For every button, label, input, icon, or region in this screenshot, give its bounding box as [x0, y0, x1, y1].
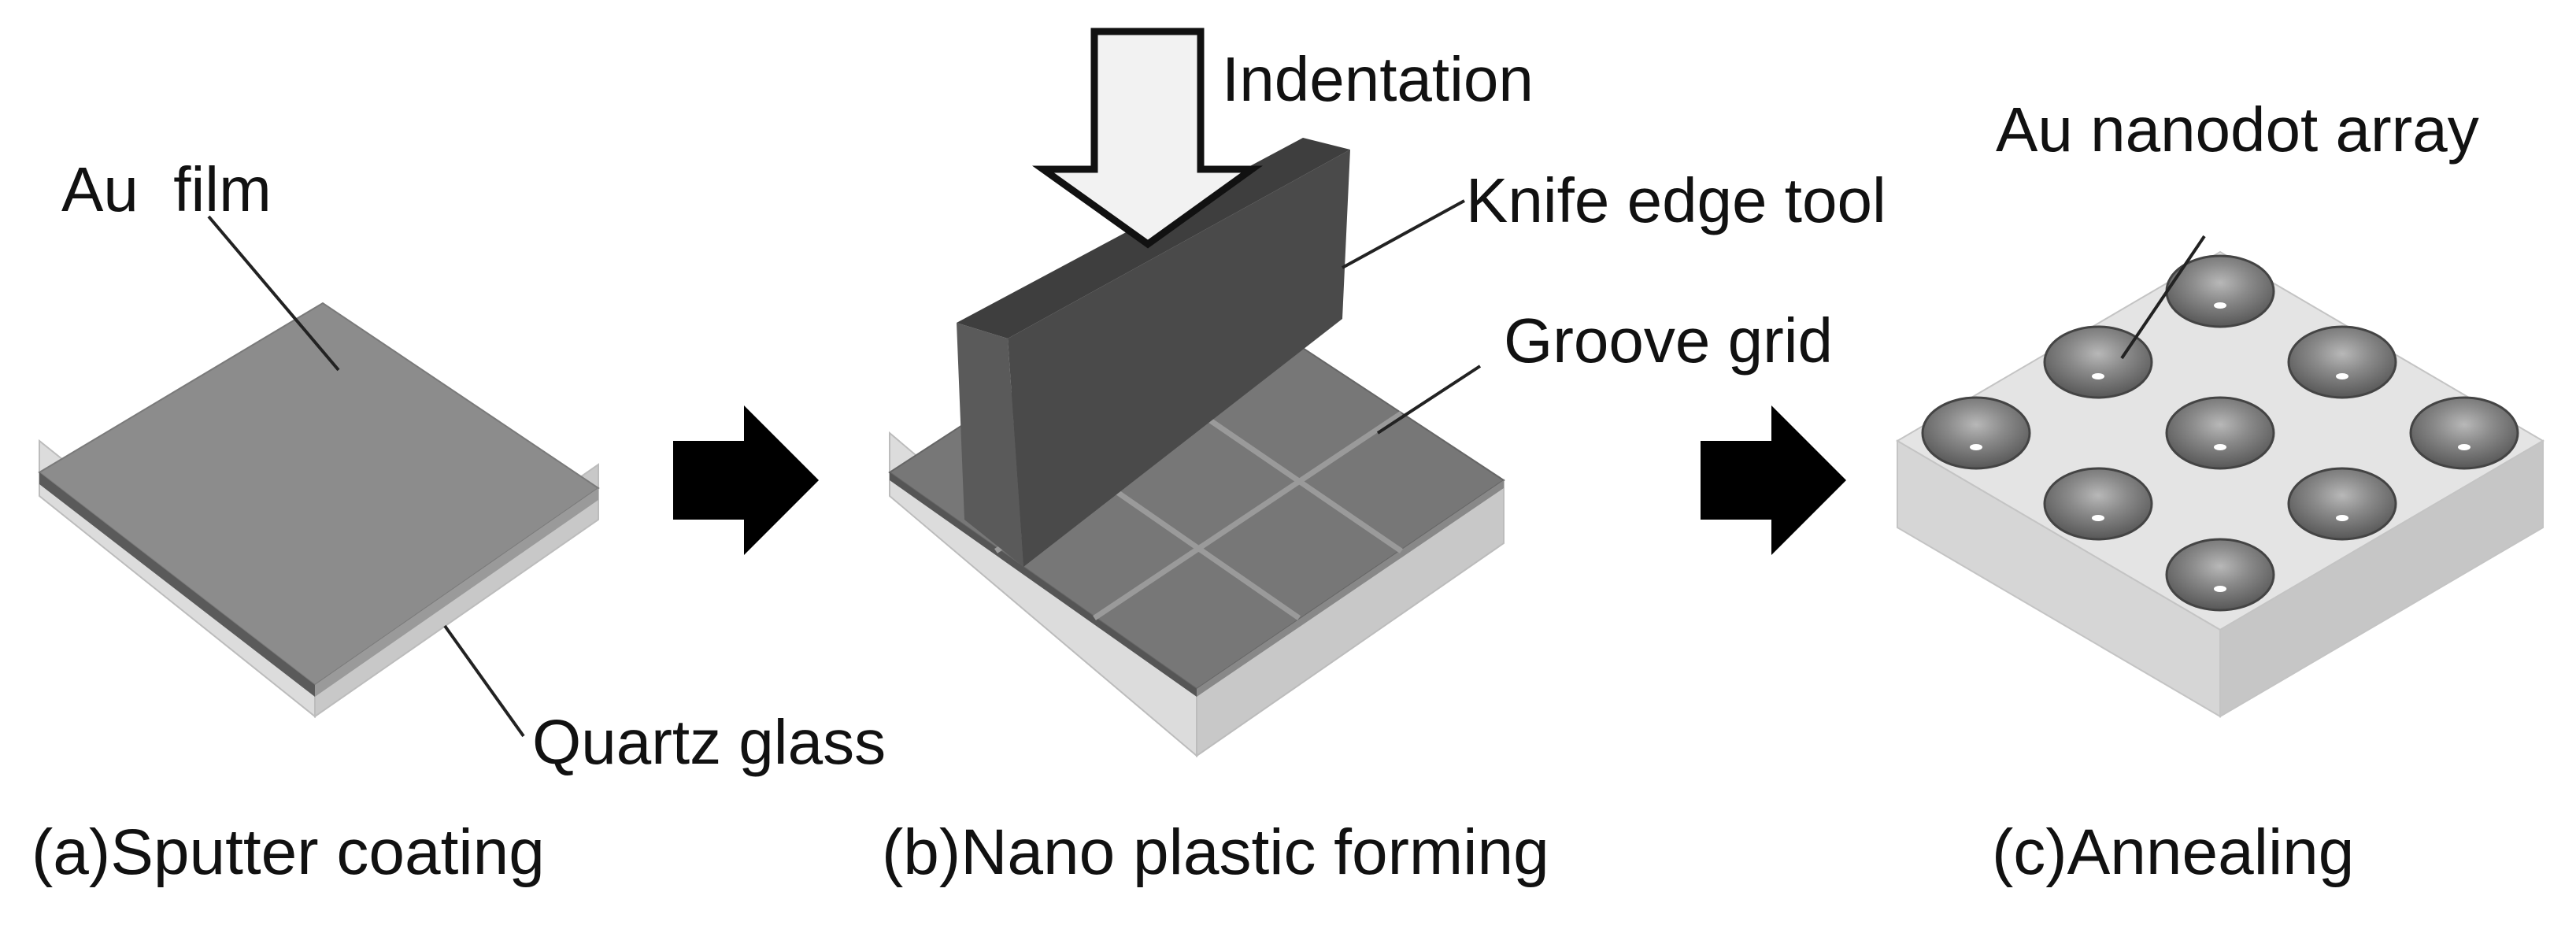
quartz-glass-label: Quartz glass — [532, 707, 886, 777]
groove-grid-label: Groove grid — [1504, 305, 1833, 376]
nanodot — [2043, 325, 2153, 399]
caption-b: (b)Nano plastic forming — [882, 816, 1549, 888]
nanodot — [2043, 467, 2153, 541]
nanodot — [2165, 538, 2275, 612]
knife-edge-tool-leader-line — [1342, 199, 1465, 269]
caption-c: (c)Annealing — [1992, 816, 2354, 888]
indentation-arrow — [1031, 28, 1263, 249]
au-nanodot-array — [1921, 254, 2519, 612]
indentation-label: Indentation — [1222, 44, 1534, 114]
nanodot — [1921, 396, 2031, 470]
nanodot-array-leader-line — [2120, 235, 2206, 360]
au-film-leader-line — [207, 215, 340, 372]
au-film-layer — [38, 302, 600, 697]
nanodot — [2409, 396, 2519, 470]
process-arrow-2 — [1701, 405, 1846, 555]
panel-b-nano-plastic-forming: Indentation Knife edge tool Groove grid … — [882, 28, 1886, 888]
panel-c-annealing: Au nanodot array (c)Annealing — [1896, 94, 2545, 888]
panel-a-sputter-coating: Au film Quartz glass (a)Sputter coating — [31, 154, 886, 888]
au-film-label: Au film — [61, 154, 272, 224]
nanodot — [2165, 396, 2275, 470]
nanodot — [2287, 467, 2397, 541]
groove-grid-leader-line — [1376, 365, 1482, 435]
au-nanodot-array-label: Au nanodot array — [1996, 94, 2479, 165]
knife-edge-tool-label: Knife edge tool — [1466, 165, 1886, 235]
caption-a: (a)Sputter coating — [31, 816, 545, 888]
nanodot — [2287, 325, 2397, 399]
process-arrow-1 — [673, 405, 819, 555]
quartz-glass-leader-line — [443, 624, 525, 738]
